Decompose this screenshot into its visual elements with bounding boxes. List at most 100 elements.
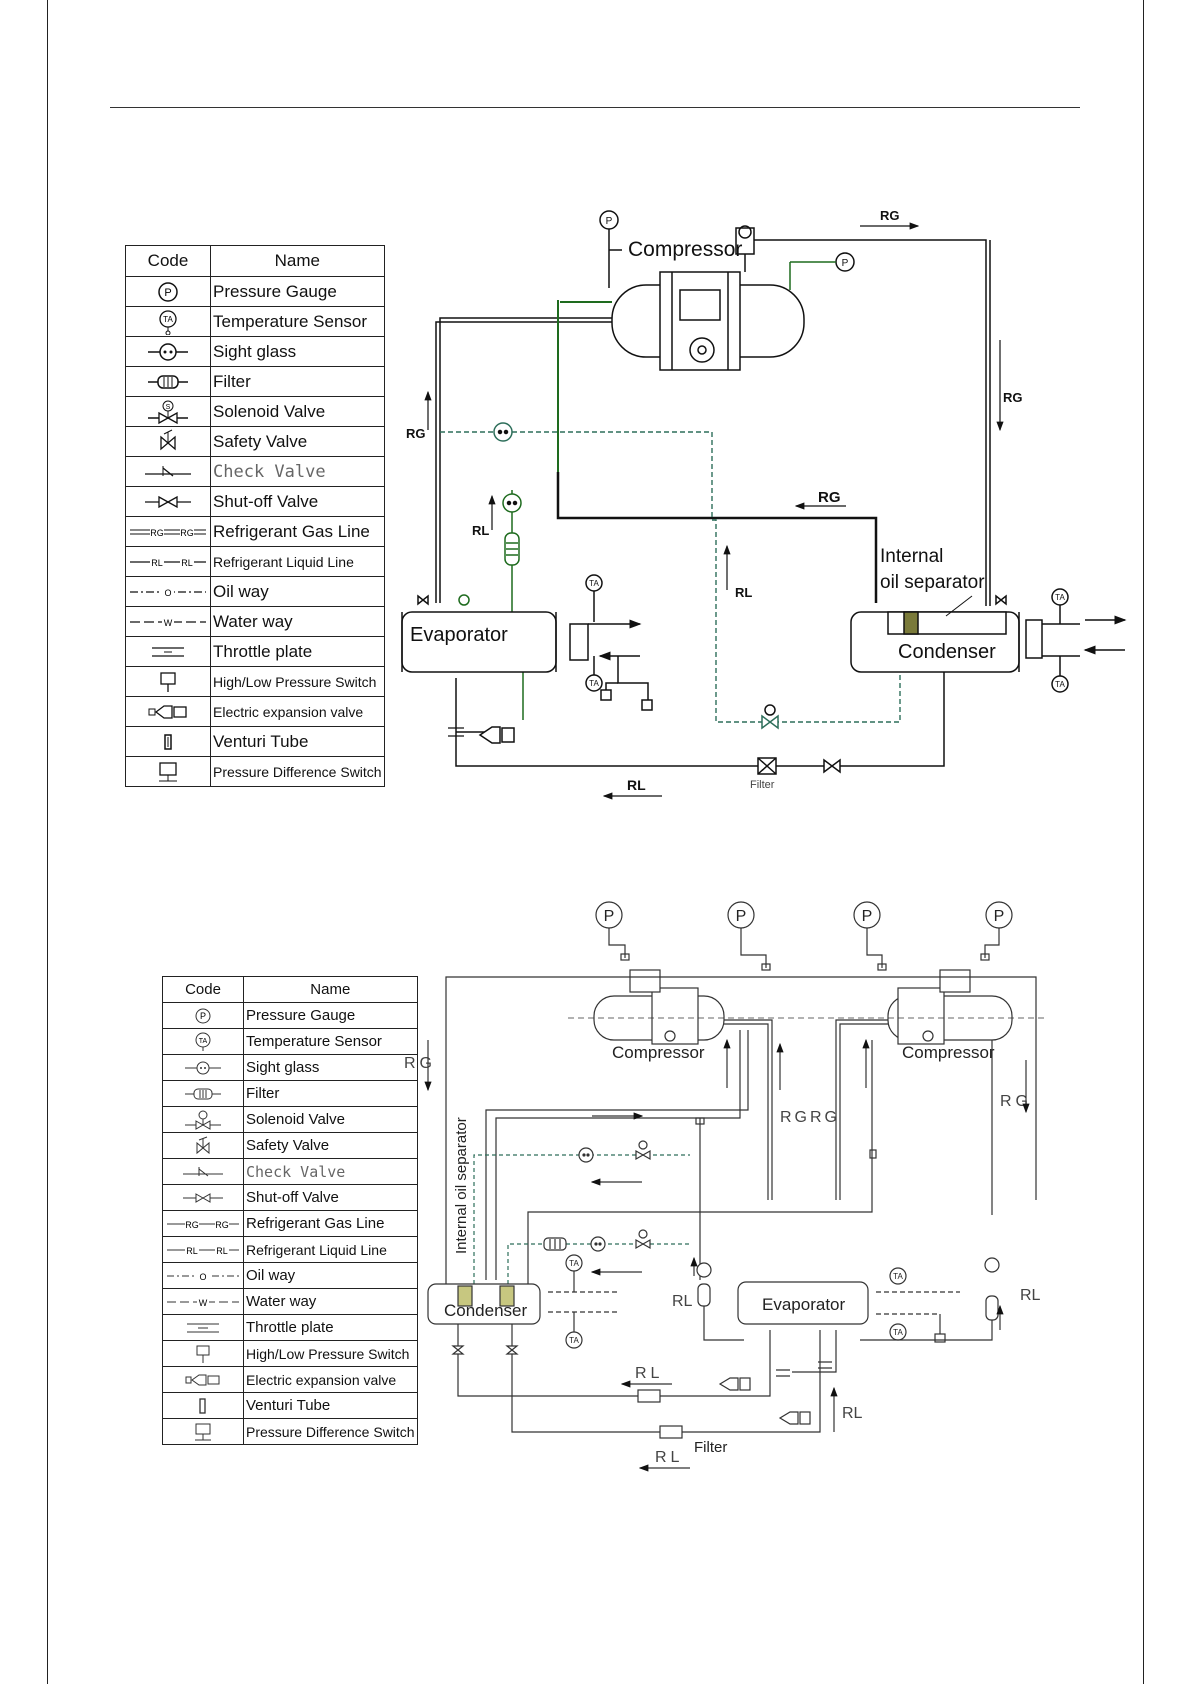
shutoff-valve-icon <box>823 758 841 774</box>
svg-text:TA: TA <box>1055 593 1065 602</box>
svg-text:TA: TA <box>569 1336 579 1345</box>
oil-way-icon: O <box>167 1269 239 1282</box>
legend-name: Pressure Gauge <box>243 1002 418 1029</box>
sight-glass-icon <box>590 1236 606 1252</box>
legend-name: Pressure Difference Switch <box>210 756 385 787</box>
temperature-sensor-icon: TA <box>889 1267 907 1285</box>
diagram-1: Compressor P P Evaporator TA TA <box>401 208 1127 800</box>
legend-name: Refrigerant Gas Line <box>243 1210 418 1237</box>
solenoid-valve-icon <box>635 1229 651 1250</box>
legend-name: Check Valve <box>210 456 385 487</box>
solenoid-valve-icon <box>761 704 779 730</box>
evaporator-2 <box>737 1281 869 1325</box>
compressor-label: Compressor <box>612 1043 705 1062</box>
rg-label: RG <box>1000 1093 1032 1110</box>
rl-label: RL <box>842 1405 863 1422</box>
sight-glass-icon <box>984 1257 1000 1273</box>
temperature-sensor-icon: TA <box>565 1312 583 1349</box>
svg-text:P: P <box>164 287 171 299</box>
header-rule <box>110 107 1080 108</box>
legend-name: High/Low Pressure Switch <box>210 666 385 697</box>
temperature-sensor-icon: TA <box>889 1323 907 1341</box>
venturi-tube-icon <box>199 1397 206 1414</box>
rl-label: RL <box>735 585 752 600</box>
svg-text:RL: RL <box>216 1246 228 1256</box>
legend-header-name: Name <box>243 976 418 1003</box>
svg-text:RL: RL <box>151 558 163 568</box>
pressure-difference-switch-icon <box>159 761 177 781</box>
pressure-gauge-icon: P <box>595 901 630 961</box>
svg-text:P: P <box>200 1011 206 1021</box>
rg-label: RG <box>880 208 900 223</box>
svg-text:TA: TA <box>589 679 599 688</box>
safety-valve-icon <box>196 1136 210 1154</box>
rg-label: RG <box>404 1055 436 1072</box>
filter-icon <box>697 1283 711 1307</box>
sight-glass-icon <box>696 1262 712 1278</box>
shutoff-valve-icon <box>145 495 191 508</box>
legend-name: Refrigerant Liquid Line <box>243 1236 418 1263</box>
sight-glass-icon <box>578 1147 594 1163</box>
legend-name: Electric expansion valve <box>243 1366 418 1393</box>
evaporator-label: Evaporator <box>410 624 508 646</box>
svg-text:P: P <box>736 908 747 925</box>
svg-text:P: P <box>604 908 615 925</box>
expansion-valve-icon <box>478 726 515 744</box>
legend-name: Temperature Sensor <box>210 306 385 337</box>
svg-text:RL: RL <box>181 558 193 568</box>
temperature-sensor-icon: TA <box>159 309 177 335</box>
rg-label: RG <box>406 426 426 441</box>
svg-text:RG: RG <box>185 1220 199 1230</box>
throttle-plate-icon <box>187 1323 219 1332</box>
rgrg-label: RGRG <box>780 1109 840 1126</box>
rl-label: RL <box>635 1365 663 1382</box>
svg-text:RL: RL <box>186 1246 198 1256</box>
temperature-sensor-icon: TA <box>585 574 603 622</box>
pressure-gauge-icon: P <box>980 901 1013 961</box>
compressor-2a <box>593 969 725 1045</box>
expansion-valve-icon <box>185 1374 220 1385</box>
svg-text:TA: TA <box>569 1259 579 1268</box>
svg-text:W: W <box>199 1298 208 1308</box>
oil-way-icon: O <box>130 585 206 598</box>
svg-text:W: W <box>164 618 173 628</box>
page-left-border <box>47 0 48 1684</box>
oil-separator-label: Internal oil separator <box>453 1117 470 1254</box>
compressor-label: Compressor <box>902 1043 995 1062</box>
rl-label: RL <box>672 1293 693 1310</box>
venturi-tube-icon <box>164 733 172 750</box>
legend-name: Refrigerant Gas Line <box>210 516 385 547</box>
sight-glass-icon <box>185 1061 221 1074</box>
legend-name: Solenoid Valve <box>243 1106 418 1133</box>
compressor-2b <box>887 969 1013 1045</box>
evaporator-1 <box>401 611 589 673</box>
condenser-2 <box>427 1283 541 1325</box>
svg-text:TA: TA <box>199 1038 208 1045</box>
legend-header-code: Code <box>125 245 211 277</box>
svg-text:P: P <box>862 908 873 925</box>
legend-name: Temperature Sensor <box>243 1028 418 1055</box>
pressure-gauge-icon: P <box>158 281 178 302</box>
legend-name: Pressure Difference Switch <box>243 1418 418 1445</box>
check-valve-icon <box>145 465 191 477</box>
compressor-label: Compressor <box>628 238 742 261</box>
legend-name: Sight glass <box>243 1054 418 1081</box>
shutoff-valve-icon <box>451 1345 465 1355</box>
condenser-label: Condenser <box>898 641 996 663</box>
legend-name: Solenoid Valve <box>210 396 385 427</box>
filter-icon <box>757 757 777 775</box>
shutoff-valve-icon <box>183 1192 223 1203</box>
solenoid-valve-icon <box>185 1110 221 1130</box>
rl-label: RL <box>472 523 489 538</box>
filter-icon <box>985 1295 999 1321</box>
rl-label: RL <box>627 777 646 793</box>
expansion-valve-icon <box>718 1377 751 1391</box>
check-valve-icon <box>183 1166 223 1176</box>
pressure-gauge-icon: P <box>195 1008 211 1023</box>
legend-name: Refrigerant Liquid Line <box>210 546 385 577</box>
rl-label: RL <box>1020 1287 1041 1304</box>
pressure-switch-icon <box>196 1345 210 1363</box>
